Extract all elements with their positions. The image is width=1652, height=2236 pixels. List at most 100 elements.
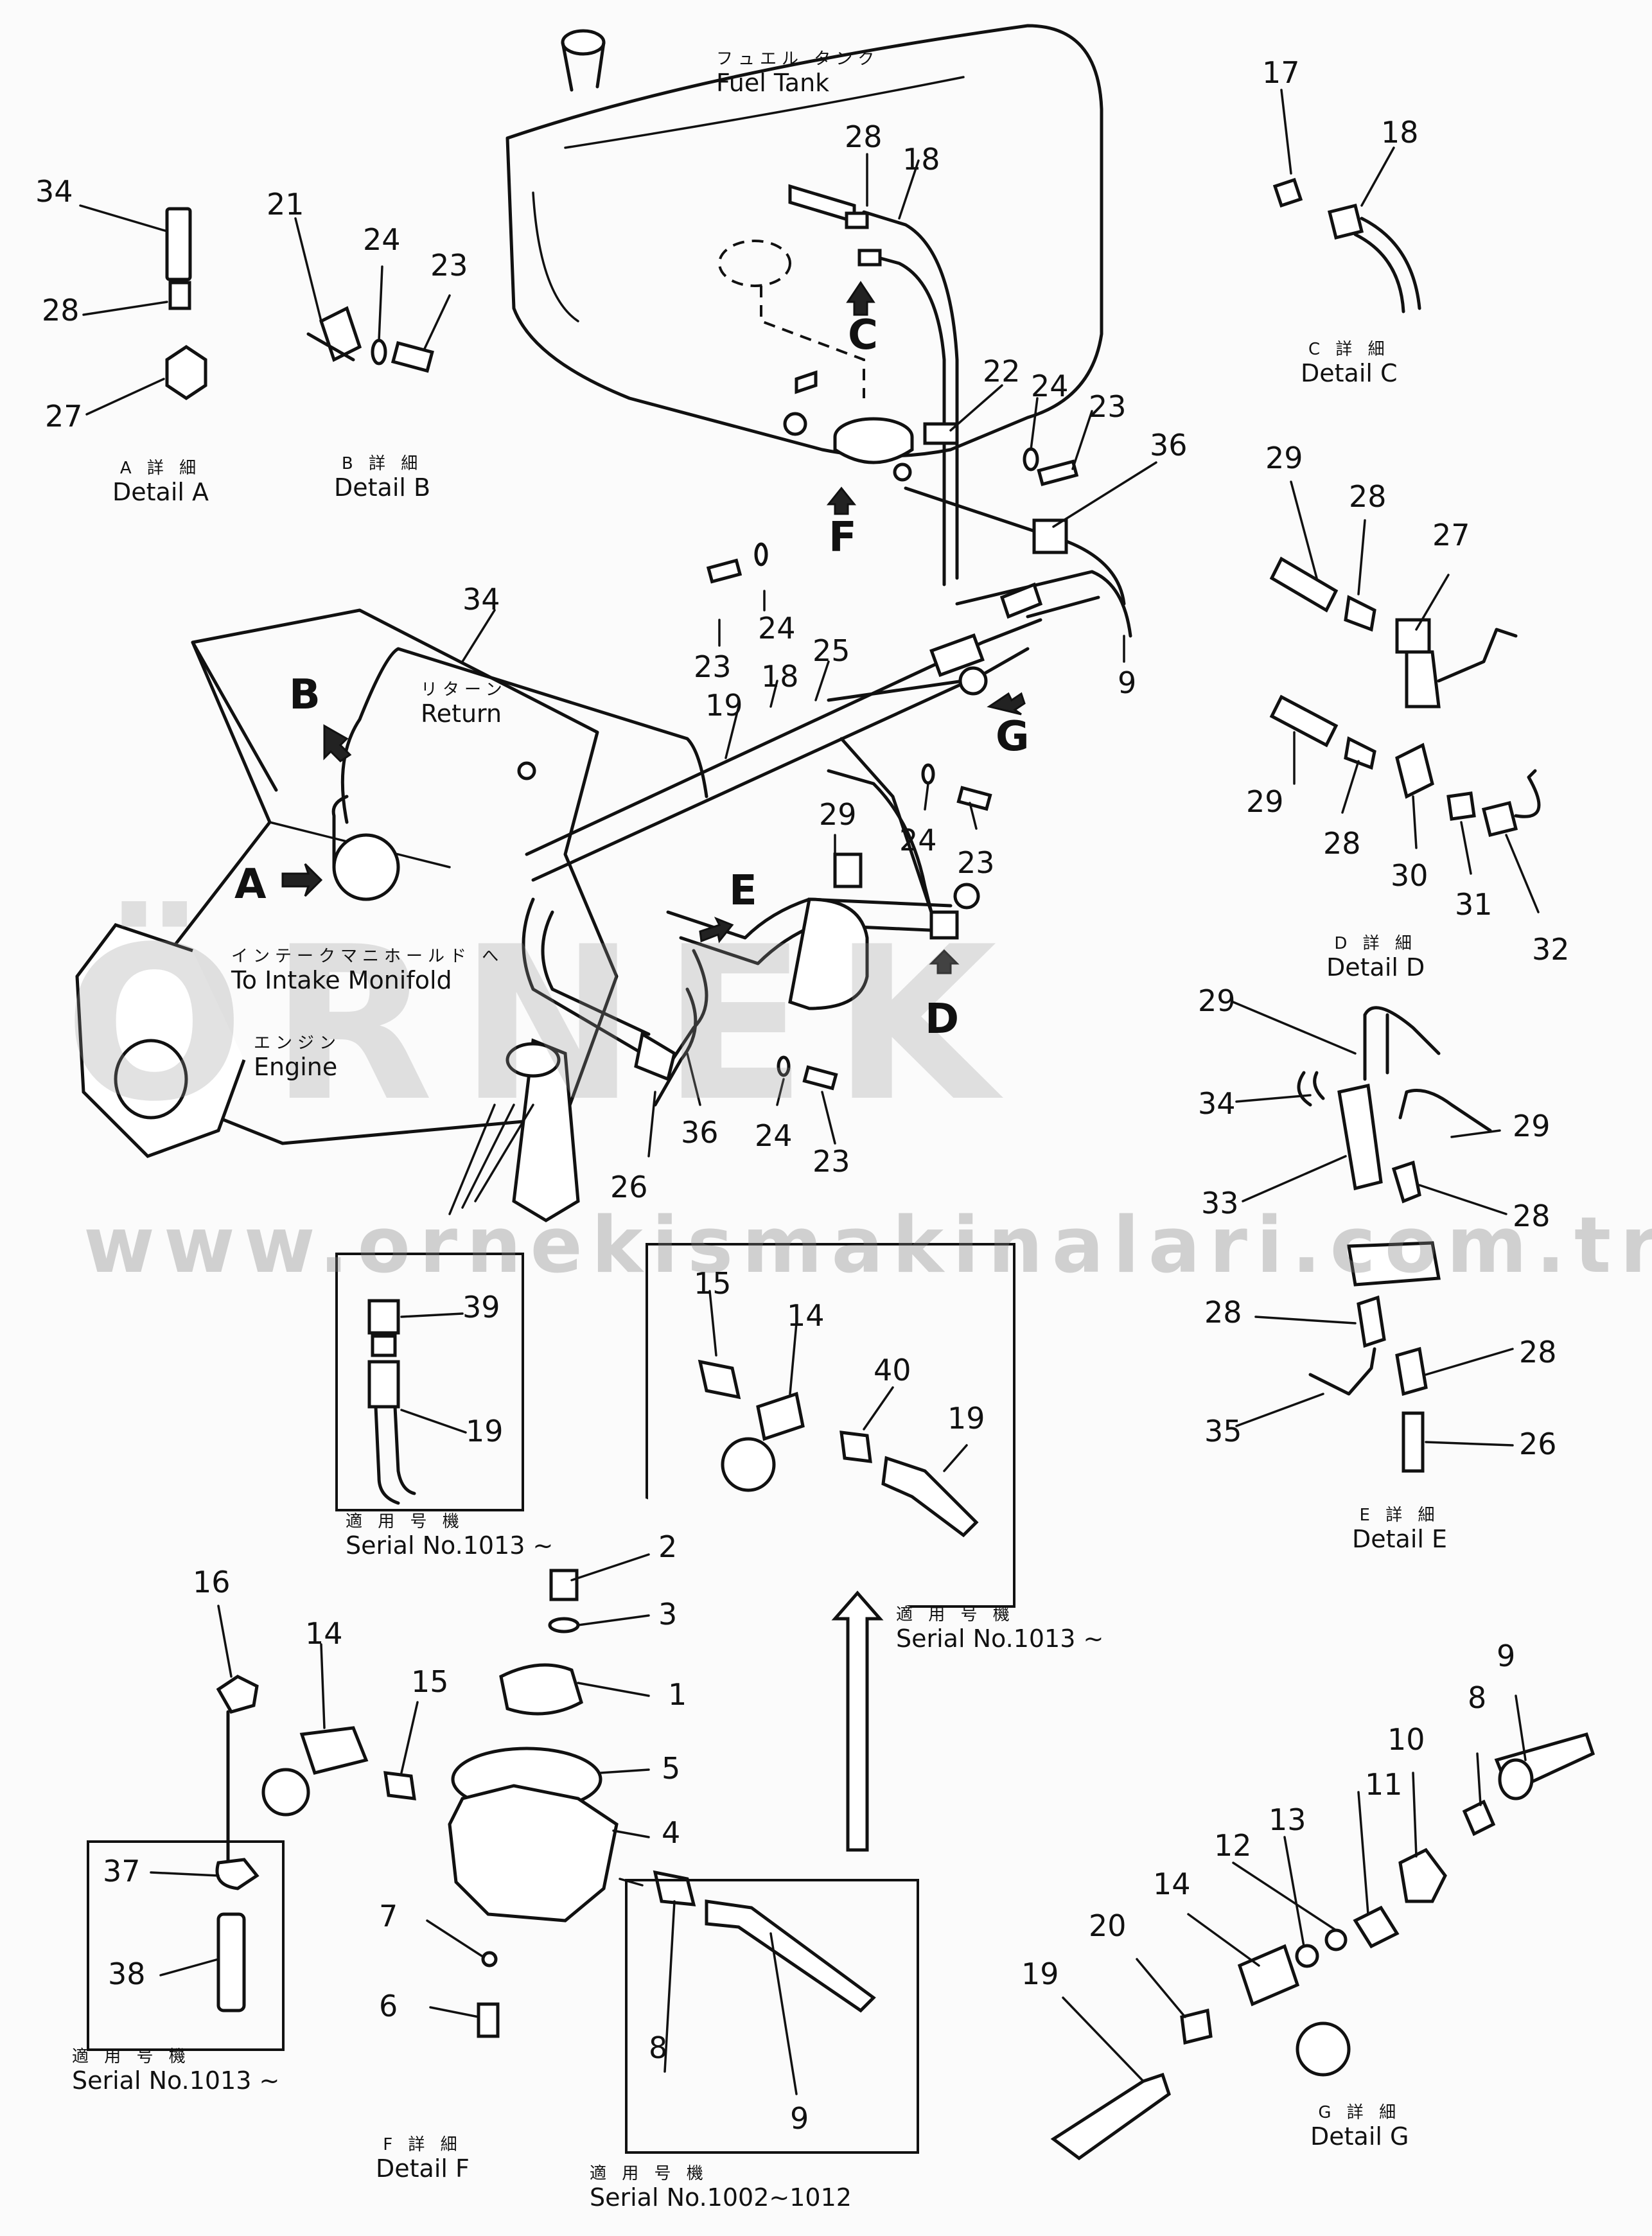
serial-box-1-drawing: [367, 1299, 467, 1505]
part-number: 14: [787, 1298, 825, 1333]
part-number: 14: [305, 1616, 343, 1651]
serial-box-1: [335, 1253, 524, 1511]
view-letter-f: F: [829, 514, 857, 561]
part-number: 19: [466, 1414, 504, 1448]
part-number: 24: [1031, 369, 1069, 403]
part-number: 40: [874, 1353, 911, 1387]
part-number: 18: [761, 659, 799, 694]
view-letter-c: C: [848, 312, 878, 359]
view-letter-d: D: [925, 996, 960, 1043]
fuel-filter-f: [783, 412, 914, 482]
part-number: 28: [1204, 1295, 1242, 1330]
engine-outline: [75, 608, 619, 1222]
part-number: 10: [1387, 1722, 1425, 1757]
part-number: 29: [1246, 784, 1284, 819]
part-number: 8: [1468, 1680, 1487, 1715]
part-number: 27: [45, 399, 83, 434]
part-number: 18: [1381, 115, 1419, 150]
detail-g-drawing: [1050, 1695, 1595, 2161]
part-number: 28: [1349, 479, 1387, 514]
watermark-brand: ÖRNEK: [64, 901, 1023, 1148]
part-number: 15: [411, 1664, 449, 1699]
part-number: 23: [1089, 389, 1127, 424]
main-bolts: [517, 370, 1079, 1091]
part-number: 37: [103, 1854, 141, 1888]
fuel-tank-outline: [505, 24, 1103, 458]
part-number: 20: [1089, 1908, 1127, 1943]
part-number: 18: [902, 142, 940, 177]
part-number: 39: [462, 1290, 500, 1325]
part-number: 36: [681, 1115, 719, 1150]
hatched-arrow: [831, 1590, 884, 1852]
part-number: 19: [1021, 1957, 1059, 1991]
part-number: 28: [845, 119, 883, 154]
part-number: 30: [1391, 858, 1428, 893]
detail-d-drawing: [1269, 480, 1541, 913]
part-number: 17: [1262, 55, 1300, 90]
part-number: 6: [379, 1989, 398, 2023]
part-number: 27: [1432, 518, 1470, 552]
part-number: 12: [1214, 1828, 1252, 1863]
return-label: リターン Return: [421, 680, 507, 728]
part-number: 14: [1153, 1867, 1191, 1901]
part-number: 34: [1198, 1086, 1236, 1121]
part-number: 26: [610, 1170, 648, 1204]
part-number: 23: [813, 1144, 850, 1179]
intake-label: インテークマニホールド へ To Intake Monifold: [231, 947, 504, 994]
part-number: 16: [193, 1565, 231, 1599]
view-letter-b: B: [289, 671, 321, 719]
part-number: 34: [35, 174, 73, 209]
serial-box-3-drawing: [150, 1858, 259, 2012]
part-number: 35: [1204, 1414, 1242, 1448]
part-number: 24: [899, 823, 937, 858]
part-number: 28: [42, 293, 80, 328]
part-number: 24: [363, 222, 401, 257]
part-number: 8: [649, 2030, 668, 2065]
part-number: 4: [662, 1815, 681, 1850]
bracket-22: [923, 422, 959, 445]
part-number: 9: [1497, 1639, 1516, 1673]
part-number: 9: [790, 2101, 809, 2136]
part-number: 22: [983, 354, 1021, 389]
part-number: 36: [1150, 428, 1188, 462]
part-number: 15: [694, 1266, 732, 1301]
part-number: 28: [1513, 1199, 1551, 1233]
detail-e-drawing: [1232, 1001, 1514, 1473]
part-number: 23: [957, 845, 995, 880]
part-number: 29: [1265, 441, 1303, 475]
view-letter-g: G: [996, 713, 1030, 761]
part-number: 9: [1118, 665, 1137, 700]
part-number: 13: [1269, 1802, 1306, 1837]
part-number: 3: [658, 1597, 678, 1632]
part-number: 38: [108, 1957, 146, 1991]
part-number: 32: [1532, 932, 1570, 967]
tank-pipes: [788, 184, 959, 586]
sub-tank: [788, 852, 980, 1010]
part-number: 1: [668, 1677, 687, 1712]
part-number: 31: [1455, 887, 1493, 922]
part-number: 29: [1198, 983, 1236, 1018]
watermark-url: www.ornekismakinalari.com.tr: [83, 1201, 1652, 1290]
part-number: 24: [755, 1118, 793, 1153]
pipe-9: [904, 486, 1126, 606]
part-number: 34: [462, 582, 500, 617]
part-number: 11: [1365, 1767, 1403, 1802]
part-number: 29: [819, 797, 857, 832]
detail-b-drawing: [294, 217, 451, 373]
part-number: 26: [1519, 1427, 1557, 1461]
view-letter-e: E: [729, 867, 757, 915]
fuel-tank-label: フュエル タンク Fuel Tank: [716, 49, 880, 97]
part-number: 28: [1323, 826, 1361, 861]
part-number: 33: [1201, 1186, 1239, 1220]
part-number: 28: [1519, 1335, 1557, 1369]
part-number: 5: [662, 1751, 681, 1786]
